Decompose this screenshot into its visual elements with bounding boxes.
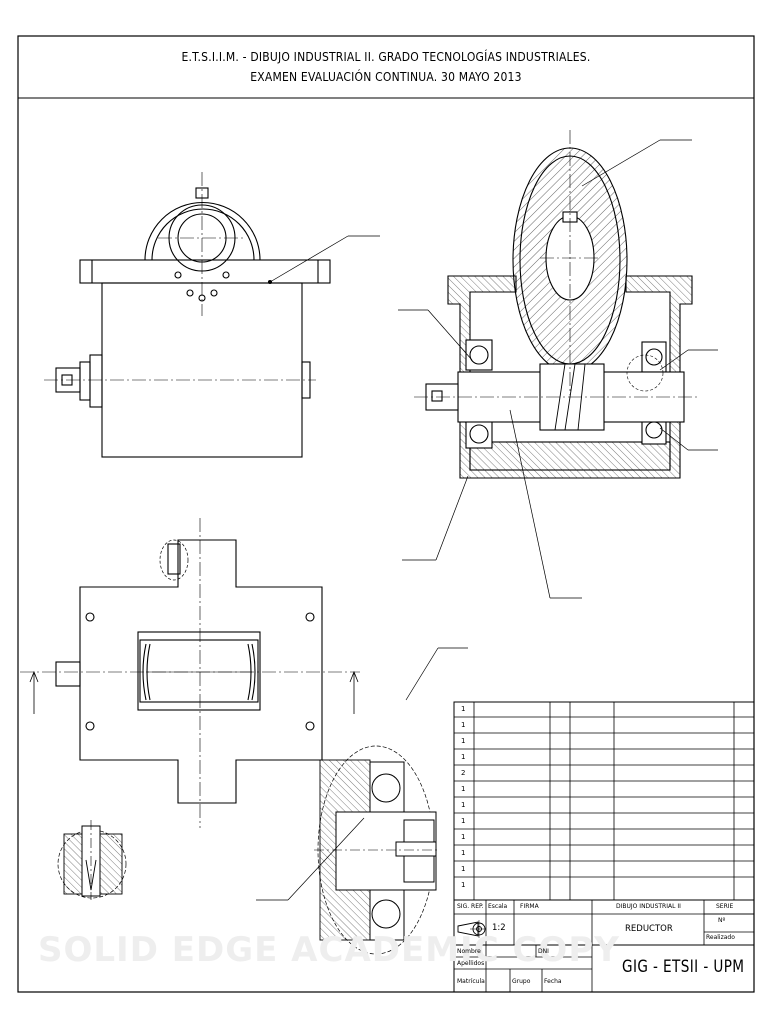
sig-rep-label: SIG. REP. bbox=[457, 903, 484, 910]
detail-view-b bbox=[256, 647, 468, 955]
nombre-label: Nombre bbox=[457, 948, 481, 955]
realizado-label: Realizado bbox=[706, 934, 735, 941]
title-block-grid bbox=[453, 701, 755, 993]
qty-cell: 1 bbox=[461, 881, 466, 889]
sheet-header: E.T.S.I.I.M. - DIBUJO INDUSTRIAL II. GRA… bbox=[18, 36, 754, 98]
plan-view bbox=[20, 518, 360, 828]
qty-cell: 1 bbox=[461, 833, 466, 841]
header-line-1: E.T.S.I.I.M. - DIBUJO INDUSTRIAL II. GRA… bbox=[181, 50, 591, 64]
course-name: DIBUJO INDUSTRIAL II bbox=[616, 903, 681, 910]
qty-cell: 1 bbox=[461, 817, 466, 825]
matricula-label: Matrícula bbox=[457, 978, 485, 985]
qty-cell: 1 bbox=[461, 721, 466, 729]
firma-label: FIRMA bbox=[520, 903, 539, 910]
qty-cell: 1 bbox=[461, 753, 466, 761]
escala-label: Escala bbox=[488, 903, 508, 910]
detail-view-a bbox=[57, 820, 127, 900]
header-line-2: EXAMEN EVALUACIÓN CONTINUA. 30 MAYO 2013 bbox=[250, 70, 522, 84]
qty-cell: 2 bbox=[461, 769, 466, 777]
qty-cell: 1 bbox=[461, 801, 466, 809]
front-view bbox=[44, 172, 380, 458]
qty-cell: 1 bbox=[461, 849, 466, 857]
section-view bbox=[398, 130, 718, 599]
apellidos-label: Apellidos bbox=[457, 960, 485, 967]
institution-name: GIG - ETSII - UPM bbox=[622, 957, 745, 977]
watermark: SOLID EDGE ACADEMIC COPY bbox=[38, 930, 620, 970]
qty-cell: 1 bbox=[461, 785, 466, 793]
serie-label: SERIE bbox=[716, 903, 734, 910]
qty-cell: 1 bbox=[461, 865, 466, 873]
grupo-label: Grupo bbox=[512, 978, 531, 985]
number-label: Nº bbox=[718, 917, 726, 924]
drawing-title: REDUCTOR bbox=[625, 924, 673, 934]
scale-value: 1:2 bbox=[492, 923, 506, 933]
qty-cell: 1 bbox=[461, 705, 466, 713]
dni-label: DNI bbox=[538, 948, 549, 955]
qty-cell: 1 bbox=[461, 737, 466, 745]
fecha-label: Fecha bbox=[544, 978, 562, 985]
